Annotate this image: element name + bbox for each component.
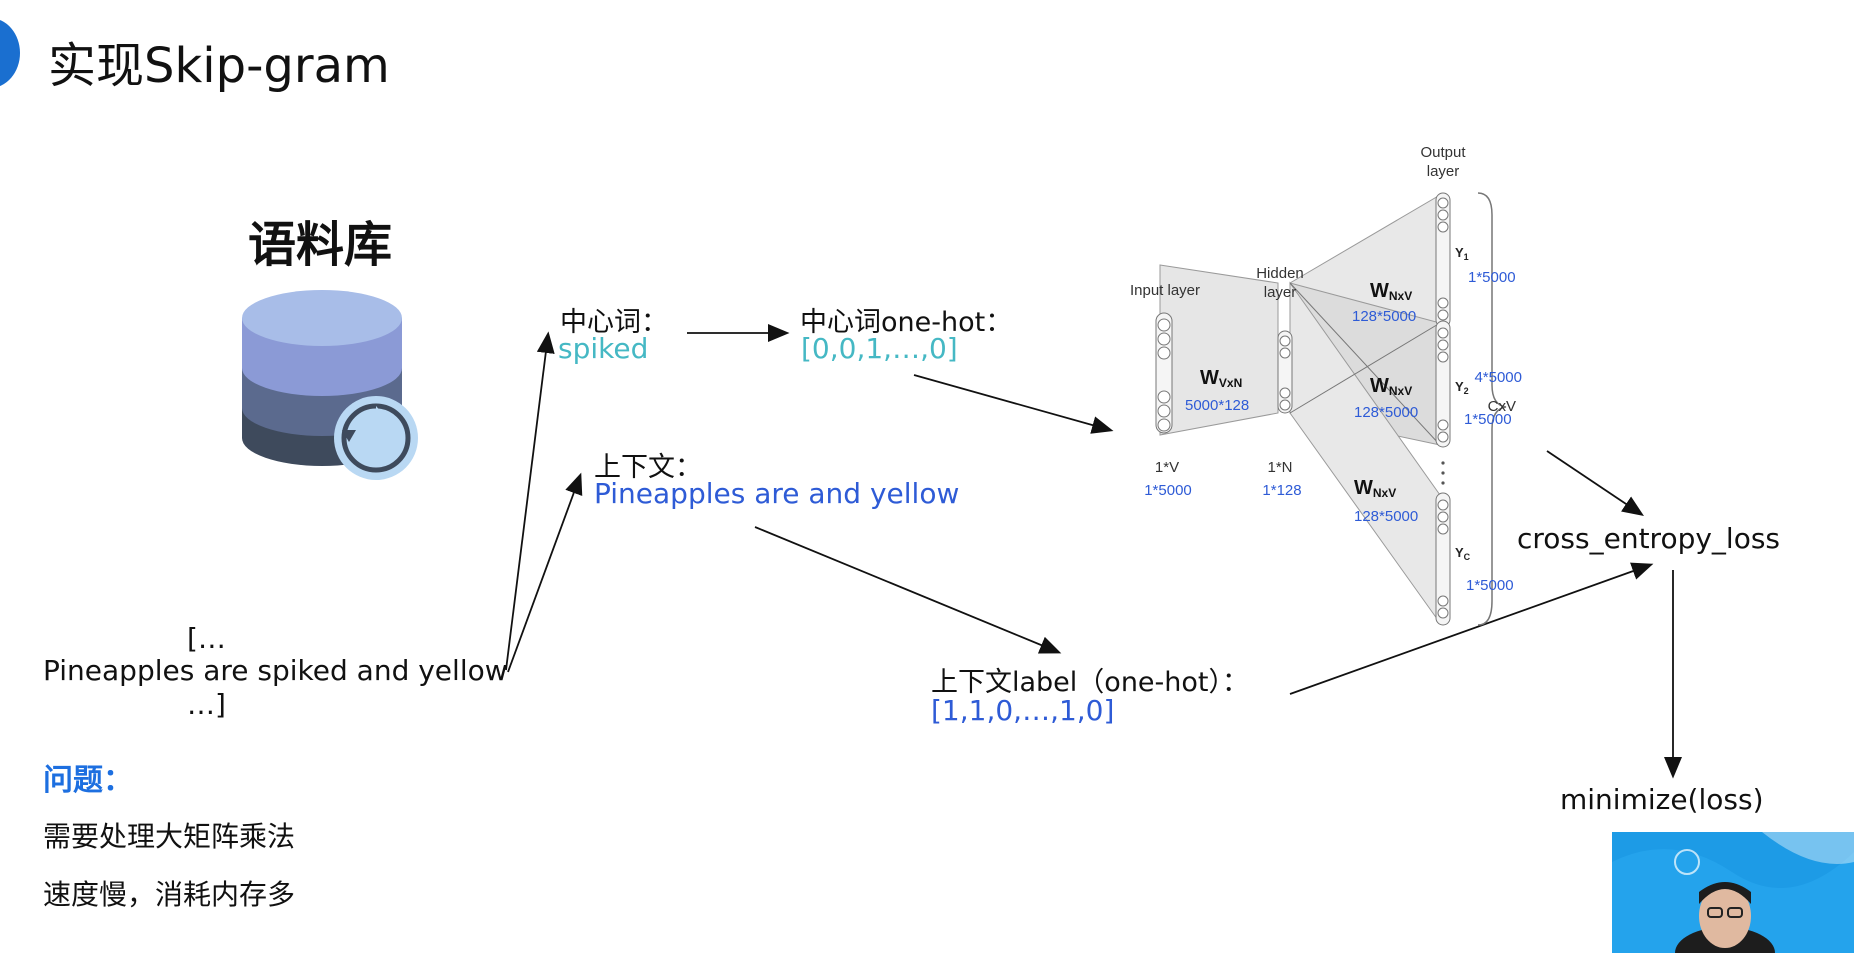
w-nxv-label-2: WNxV (1370, 375, 1412, 398)
hidden-dim: 1*N (1267, 459, 1292, 476)
context-onehot-value: [1,1,0,…,1,0] (931, 694, 1115, 727)
arrow-to-network (913, 374, 1114, 434)
output-layer-label-1: Output (1420, 144, 1466, 161)
input-layer-label: Input layer (1130, 282, 1200, 299)
output-layer-label-2: layer (1427, 163, 1460, 180)
yc-label: YC (1455, 545, 1471, 562)
arrow-to-context-onehot (754, 526, 1062, 654)
w-vxn-label: WVxN (1200, 367, 1242, 390)
arrow-network-to-loss (1546, 450, 1644, 517)
presenter-icon (1612, 832, 1854, 953)
page-title: 实现Skip-gram (48, 38, 390, 94)
skipgram-network: Input layer Hidden layer Output layer WV… (1130, 144, 1522, 626)
w-nxv-label-1: WNxV (1370, 280, 1412, 303)
corpus-line-sentence: Pineapples are spiked and yellow (43, 654, 508, 687)
corpus-heading: 语料库 (248, 217, 393, 273)
input-dim: 1*V (1155, 459, 1179, 476)
hidden-layer-label-2: layer (1264, 284, 1297, 301)
y2-label: Y2 (1455, 379, 1469, 396)
problem-heading: 问题： (43, 763, 133, 798)
context-onehot-label: 上下文label（one-hot）： (931, 667, 1250, 698)
corner-decoration (0, 18, 20, 88)
center-onehot-value: [0,0,1,…,0] (801, 332, 958, 365)
input-size: 1*5000 (1144, 482, 1192, 499)
corpus-line-open: [… (187, 622, 226, 655)
context-value: Pineapples are and yellow (594, 477, 960, 510)
problem-item-1: 需要处理大矩阵乘法 (43, 820, 296, 853)
y2-size: 1*5000 (1464, 411, 1512, 428)
hidden-size: 1*128 (1262, 482, 1301, 499)
center-onehot-label: 中心词one-hot： (800, 307, 1013, 338)
presenter-video (1612, 832, 1854, 953)
corpus-line-close: …] (187, 688, 226, 721)
arrow-to-context (507, 472, 583, 673)
problem-item-2: 速度慢，消耗内存多 (43, 878, 296, 911)
brace-label: CxV (1488, 398, 1516, 415)
w-nxv-dim-3: 128*5000 (1354, 508, 1418, 525)
w-vxn-dim: 5000*128 (1185, 397, 1249, 414)
loss-label: cross_entropy_loss (1517, 522, 1781, 555)
w-nxv-dim-2: 128*5000 (1354, 404, 1418, 421)
context-label: 上下文： (594, 452, 702, 483)
center-word-value: spiked (558, 332, 649, 365)
arrow-to-center-word (505, 331, 555, 671)
database-icon (242, 290, 418, 480)
w-nxv-label-3: WNxV (1354, 477, 1396, 500)
w-nxv-dim-1: 128*5000 (1352, 308, 1416, 325)
center-word-label: 中心词： (560, 307, 668, 338)
hidden-layer-label-1: Hidden (1256, 265, 1304, 282)
y1-size: 1*5000 (1468, 269, 1516, 286)
brace-dim: 4*5000 (1474, 369, 1522, 386)
minimize-label: minimize(loss) (1560, 783, 1764, 816)
yc-size: 1*5000 (1466, 577, 1514, 594)
arrow-onehot-to-loss (1289, 562, 1654, 695)
y1-label: Y1 (1455, 245, 1469, 262)
